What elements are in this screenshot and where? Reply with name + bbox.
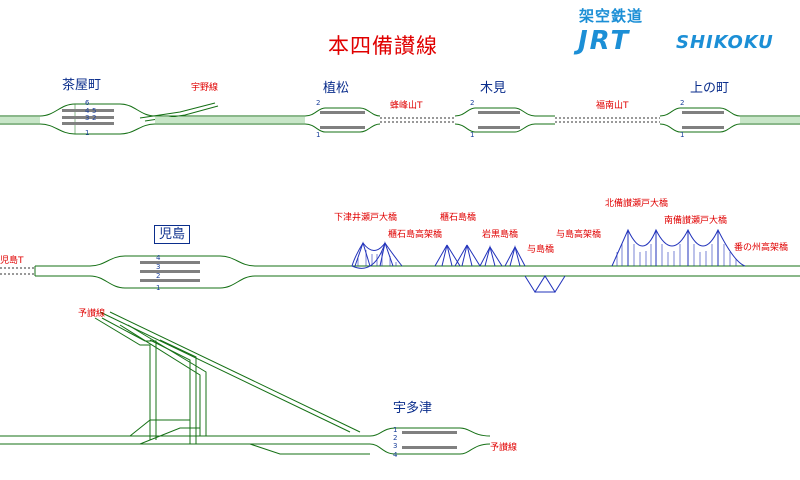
track-num: 2 — [92, 114, 97, 122]
brand-jp: 架空鉄道 — [579, 7, 644, 25]
label-yosan-line-right: 予讃線 — [490, 443, 518, 453]
label-yosan-line-top: 予讃線 — [78, 309, 106, 319]
row2-tunnel — [0, 267, 35, 275]
track-num: 1 — [156, 284, 161, 292]
track-num: 1 — [393, 426, 398, 434]
track-num: 1 — [680, 131, 685, 139]
row3-lines — [0, 311, 491, 455]
brand-logo-jrt: JRT — [578, 26, 631, 56]
label-iwakuro-bridge: 岩黒島橋 — [482, 230, 519, 240]
label-yoshima-bridge: 与島橋 — [527, 245, 555, 255]
track-num: 2 — [680, 99, 685, 107]
brand-logo-shikoku: SHIKOKU — [676, 32, 774, 53]
station-uematsu[interactable]: 植松 — [323, 81, 350, 96]
label-kita-bisan-bridge: 北備讃瀬戸大橋 — [605, 199, 669, 209]
station-utazu[interactable]: 宇多津 — [393, 401, 433, 416]
label-fukunan-tunnel: 福南山T — [596, 101, 629, 111]
label-hitsuishi-viaduct: 櫃石島高架橋 — [388, 230, 443, 240]
row1-mainline — [0, 102, 800, 135]
track-num: 3 — [156, 263, 161, 271]
label-yoshima-viaduct: 与島高架橋 — [556, 230, 602, 240]
row1-tunnels — [380, 117, 660, 123]
track-num: 1 — [316, 131, 321, 139]
track-num: 6 — [85, 99, 90, 107]
track-num: 3 — [85, 114, 90, 122]
track-num: 1 — [470, 131, 475, 139]
row3-platforms — [402, 431, 457, 449]
bridges — [351, 228, 746, 293]
row1-platforms — [62, 109, 724, 129]
track-num: 2 — [316, 99, 321, 107]
track-num: 2 — [393, 434, 398, 442]
track-num: 2 — [470, 99, 475, 107]
station-kojima[interactable]: 児島 — [154, 225, 191, 244]
station-kirumi[interactable]: 木見 — [480, 81, 507, 96]
row2-platforms — [140, 261, 200, 282]
track-num: 5 — [92, 107, 97, 115]
track-num: 3 — [393, 442, 398, 450]
track-num: 1 — [85, 129, 90, 137]
label-hitsuishi-bridge: 櫃石島橋 — [440, 213, 477, 223]
label-minami-bisan-bridge: 南備讃瀬戸大橋 — [664, 216, 728, 226]
hangers — [357, 243, 737, 266]
track-num: 4 — [85, 107, 90, 115]
page-title: 本四備讃線 — [328, 34, 438, 58]
row1-fill — [0, 117, 800, 123]
label-hachimine-tunnel: 蜂峰山T — [390, 101, 423, 111]
track-num: 4 — [393, 451, 398, 459]
label-shimotsui-bridge: 下津井瀬戸大橋 — [334, 213, 398, 223]
label-bannosu-viaduct: 番の州高架橋 — [734, 243, 789, 253]
label-uno-line: 宇野線 — [191, 83, 219, 93]
track-num: 4 — [156, 254, 161, 262]
station-kaminocho[interactable]: 上の町 — [690, 81, 730, 96]
label-kojima-tunnel: 児島T — [0, 256, 24, 266]
station-chayamachi[interactable]: 茶屋町 — [62, 78, 102, 93]
track-num: 2 — [156, 272, 161, 280]
